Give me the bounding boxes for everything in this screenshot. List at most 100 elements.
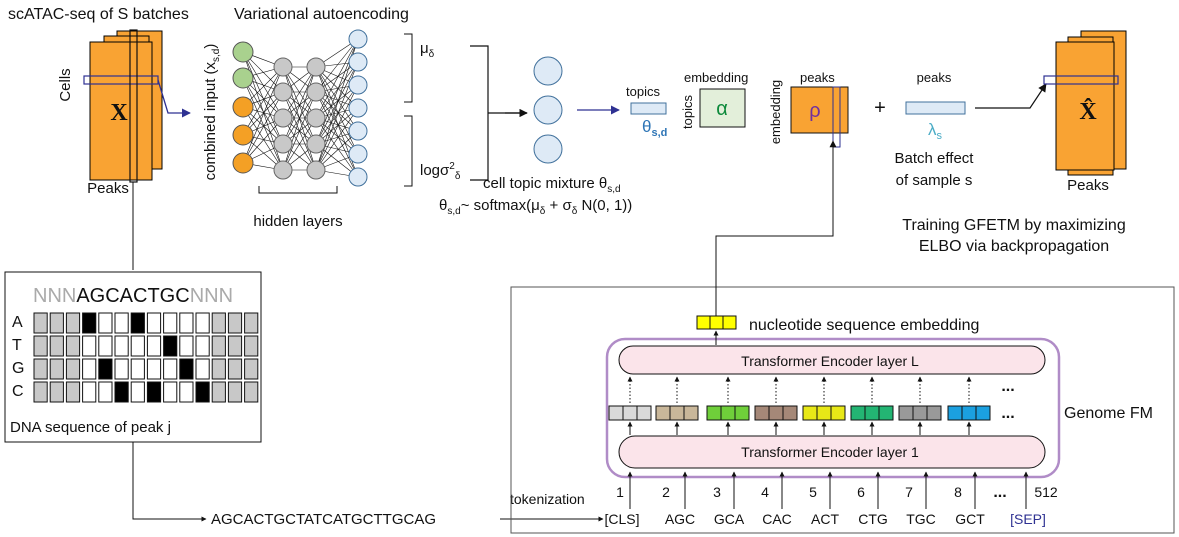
vae-title: Variational autoencoding bbox=[234, 6, 409, 23]
one-hot-cell bbox=[49, 381, 64, 403]
topic-mixture-caption: cell topic mixture θs,d bbox=[483, 175, 621, 195]
theta-topics-label: topics bbox=[626, 84, 660, 99]
input-node bbox=[232, 96, 254, 118]
plus-sign: + bbox=[874, 97, 886, 119]
one-hot-cell bbox=[98, 312, 113, 334]
one-hot-cell bbox=[98, 381, 113, 403]
token-embedding-box bbox=[850, 405, 894, 421]
one-hot-cell bbox=[130, 381, 145, 403]
one-hot-cell bbox=[227, 335, 243, 357]
hidden-layers-bracket bbox=[258, 186, 338, 194]
one-hot-cell bbox=[211, 335, 226, 357]
token-embedding-box bbox=[802, 405, 846, 421]
token-label: TGC bbox=[906, 511, 936, 527]
encoder-layer-top bbox=[618, 345, 1046, 375]
hidden-node bbox=[273, 82, 293, 102]
dna-row-label-t: T bbox=[12, 337, 22, 354]
hidden-node bbox=[273, 108, 293, 128]
one-hot-cell bbox=[195, 381, 210, 403]
one-hot-cell bbox=[244, 335, 259, 357]
token-position-number: 6 bbox=[857, 484, 865, 500]
alpha-topics-label: topics bbox=[680, 95, 695, 129]
one-hot-cell bbox=[146, 312, 162, 334]
encoder-layer-bottom-label: Transformer Encoder layer 1 bbox=[741, 444, 919, 460]
token-label: CTG bbox=[858, 511, 888, 527]
logsigma-label: logσ2δ bbox=[420, 161, 461, 182]
dna-row-label-g: G bbox=[12, 360, 24, 377]
hidden-layers-label: hidden layers bbox=[253, 213, 342, 230]
alpha-embedding-label: embedding bbox=[684, 70, 748, 85]
dna-row-label-c: C bbox=[12, 383, 24, 400]
dna-sequence-header: NNNAGCACTGCNNN bbox=[33, 285, 233, 307]
rho-column-highlight bbox=[832, 86, 841, 148]
one-hot-cell bbox=[49, 335, 64, 357]
output-matrix-symbol: X̂ bbox=[1079, 98, 1097, 125]
genome-fm-model-box bbox=[605, 337, 1061, 479]
one-hot-cell bbox=[65, 335, 81, 357]
one-hot-cell bbox=[244, 312, 259, 334]
rho-embedding-label: embedding bbox=[768, 80, 783, 144]
lambda-vector bbox=[905, 101, 966, 115]
one-hot-cell bbox=[211, 381, 226, 403]
genome-fm-panel bbox=[510, 286, 1175, 534]
latent-node bbox=[348, 98, 368, 118]
input-node bbox=[232, 152, 254, 174]
token-label: [SEP] bbox=[1010, 511, 1046, 527]
hidden-node bbox=[273, 134, 293, 154]
one-hot-matrix bbox=[33, 312, 259, 403]
input-to-vae-arrow bbox=[157, 79, 191, 118]
one-hot-cell bbox=[244, 358, 259, 380]
ellipsis: ... bbox=[993, 484, 1006, 501]
input-matrix-stack bbox=[83, 29, 163, 183]
one-hot-cell bbox=[179, 335, 194, 357]
latent-node bbox=[348, 52, 368, 72]
one-hot-cell bbox=[211, 358, 226, 380]
output-peaks-label: Peaks bbox=[1067, 177, 1109, 194]
hidden-node bbox=[306, 108, 326, 128]
network-nodes bbox=[232, 29, 368, 187]
hidden-node bbox=[306, 57, 326, 77]
latent-node bbox=[348, 144, 368, 164]
combined-input-label: combined input (xs,d) bbox=[202, 44, 222, 181]
latent-node bbox=[348, 121, 368, 141]
dna-panel bbox=[4, 271, 262, 443]
lambda-symbol: λs bbox=[928, 120, 943, 142]
input-node bbox=[232, 124, 254, 146]
one-hot-cell bbox=[163, 381, 178, 403]
tokenization-label: tokenization bbox=[510, 491, 585, 507]
one-hot-cell bbox=[114, 358, 129, 380]
one-hot-cell bbox=[227, 381, 243, 403]
hidden-node bbox=[273, 160, 293, 180]
one-hot-cell bbox=[146, 381, 162, 403]
token-position-number: 7 bbox=[905, 484, 913, 500]
rho-peaks-label: peaks bbox=[800, 70, 835, 85]
input-node bbox=[232, 41, 254, 63]
alpha-matrix bbox=[699, 88, 746, 128]
token-position-number: 512 bbox=[1034, 484, 1058, 500]
one-hot-cell bbox=[82, 381, 97, 403]
sequence-embedding-label: nucleotide sequence embedding bbox=[749, 317, 979, 334]
encoder-layer-bottom bbox=[618, 435, 1046, 469]
token-position-number: 5 bbox=[809, 484, 817, 500]
one-hot-cell bbox=[98, 358, 113, 380]
to-output-arrow bbox=[975, 83, 1047, 109]
one-hot-cell bbox=[130, 312, 145, 334]
theta-symbol: θs,d bbox=[642, 117, 667, 139]
hidden-node bbox=[273, 57, 293, 77]
token-label: GCT bbox=[955, 511, 985, 527]
one-hot-cell bbox=[227, 358, 243, 380]
training-line1: Training GFETM by maximizing bbox=[902, 217, 1125, 234]
token-position-number: 3 bbox=[713, 484, 721, 500]
token-label: CAC bbox=[762, 511, 792, 527]
hidden-node bbox=[306, 160, 326, 180]
one-hot-cell bbox=[163, 312, 178, 334]
one-hot-cell bbox=[163, 358, 178, 380]
mu-bracket bbox=[404, 33, 413, 103]
one-hot-cell bbox=[33, 358, 48, 380]
rho-symbol: ρ bbox=[809, 100, 820, 122]
topic-mixture-nodes bbox=[533, 56, 563, 164]
lambda-peaks-label: peaks bbox=[917, 70, 952, 85]
mu-label: μδ bbox=[420, 40, 435, 60]
one-hot-cell bbox=[163, 335, 178, 357]
